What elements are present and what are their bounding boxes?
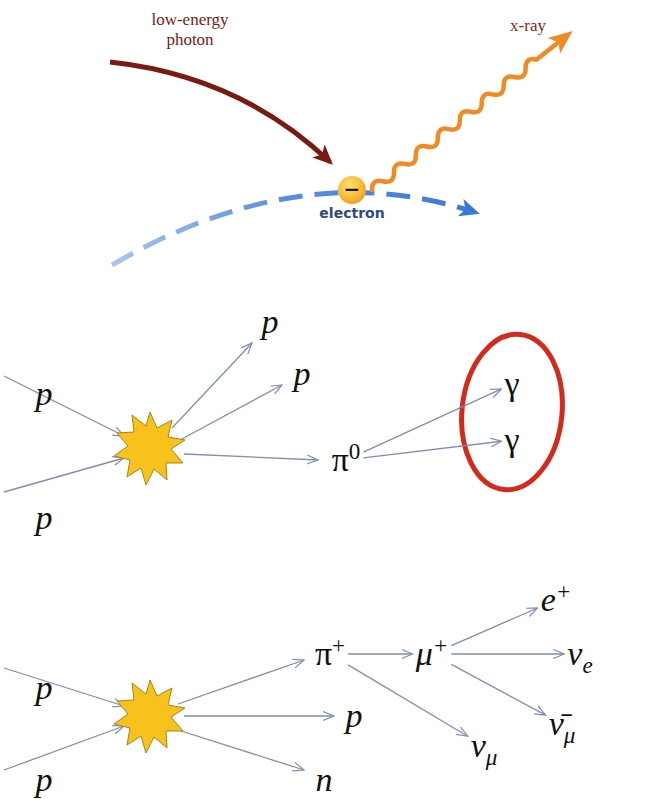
collision-lines [4, 660, 334, 770]
highlight-ring [454, 329, 570, 495]
particle-symbol: νe [567, 636, 592, 672]
electron-particle: −electron [307, 176, 397, 222]
particle-label: γ [504, 366, 519, 402]
particle-symbol: μ+ [416, 636, 449, 672]
particle-symbol: p [294, 356, 311, 392]
particle-symbol: γ [504, 366, 519, 402]
particle-symbol: p [36, 500, 53, 536]
decay-arrow [348, 653, 413, 654]
collision-star [114, 412, 185, 485]
particle-symbol: p [36, 670, 53, 706]
particle-symbol: γ [504, 422, 519, 458]
particle-label: p [262, 304, 279, 340]
xray-wave [366, 23, 579, 198]
particle-symbol: p [36, 376, 53, 412]
collision-lines [4, 343, 318, 492]
decay-arrow [363, 389, 501, 452]
collision-star [114, 680, 185, 753]
particle-label: νμ [471, 728, 498, 764]
particle-label: p [36, 670, 53, 706]
particle-label: π+ [315, 636, 345, 672]
particle-label: μ+ [416, 636, 449, 672]
electron-path [112, 193, 474, 265]
particle-label: π0 [332, 442, 361, 478]
particle-label: p [294, 356, 311, 392]
particle-symbol: π0 [332, 442, 361, 478]
particle-symbol: νμ [471, 728, 498, 764]
particle-label: ν̄μ [549, 706, 576, 742]
particle-label: p [346, 698, 363, 734]
particle-label: p [36, 376, 53, 412]
particle-symbol: ν̄μ [549, 706, 576, 742]
particle-symbol: π+ [315, 636, 345, 672]
photon-label: low-energy photon [138, 10, 242, 50]
xray-label: x-ray [488, 16, 568, 36]
photon-arrow [110, 62, 330, 162]
charge-sign: − [338, 176, 366, 204]
particle-symbol: p [346, 698, 363, 734]
particle-label: p [36, 762, 53, 798]
particle-label: γ [504, 422, 519, 458]
particle-symbol: e+ [541, 582, 572, 618]
particle-name: electron [307, 205, 397, 222]
particle-label: νe [567, 636, 592, 672]
particle-symbol: p [36, 762, 53, 798]
particle-label: p [36, 500, 53, 536]
particle-symbol: n [316, 762, 333, 798]
decay-arrow [451, 653, 564, 654]
decay-arrow [348, 665, 468, 736]
decay-arrow [451, 608, 537, 646]
particle-label: e+ [541, 582, 572, 618]
particle-symbol: p [262, 304, 279, 340]
decay-arrow [451, 664, 545, 715]
decay-arrow [363, 441, 501, 458]
particle-label: n [316, 762, 333, 798]
